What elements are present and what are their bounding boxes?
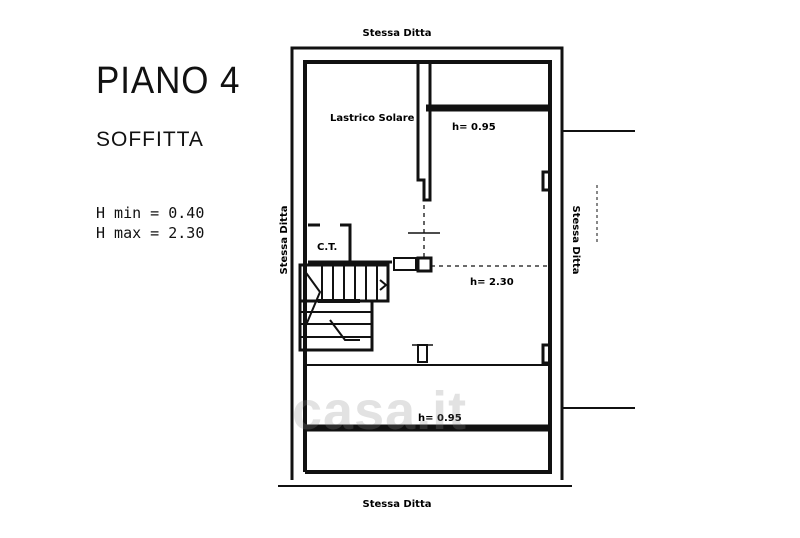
east-label: Stessa Ditta xyxy=(570,206,581,275)
h-mid-label: h= 2.30 xyxy=(470,277,514,288)
watermark: casa.it xyxy=(292,381,468,441)
wall-niche-bottom xyxy=(541,343,550,365)
height-min-label: H min = 0.40 xyxy=(96,204,205,222)
outer-wall xyxy=(303,60,552,474)
outer-boundary-line xyxy=(290,46,564,480)
wall-niche-top xyxy=(541,170,550,192)
west-label: Stessa Ditta xyxy=(279,206,290,275)
north-label: Stessa Ditta xyxy=(363,28,432,39)
height-max-label: H max = 2.30 xyxy=(96,224,205,242)
h-bottom-label: h= 0.95 xyxy=(418,413,462,424)
ct-label: C.T. xyxy=(317,242,337,253)
ct-room xyxy=(308,223,392,264)
staircase xyxy=(298,263,390,352)
flue-box xyxy=(393,257,417,271)
lastrico-label: Lastrico Solare xyxy=(330,113,415,124)
partition-wall xyxy=(416,62,432,202)
chimney-square xyxy=(416,256,433,273)
walls xyxy=(303,60,552,474)
column-mark xyxy=(417,344,428,363)
south-label: Stessa Ditta xyxy=(363,499,432,510)
page-title: PIANO 4 xyxy=(96,60,241,102)
h-top-label: h= 0.95 xyxy=(452,122,496,133)
floor-subtitle: SOFFITTA xyxy=(96,128,204,151)
